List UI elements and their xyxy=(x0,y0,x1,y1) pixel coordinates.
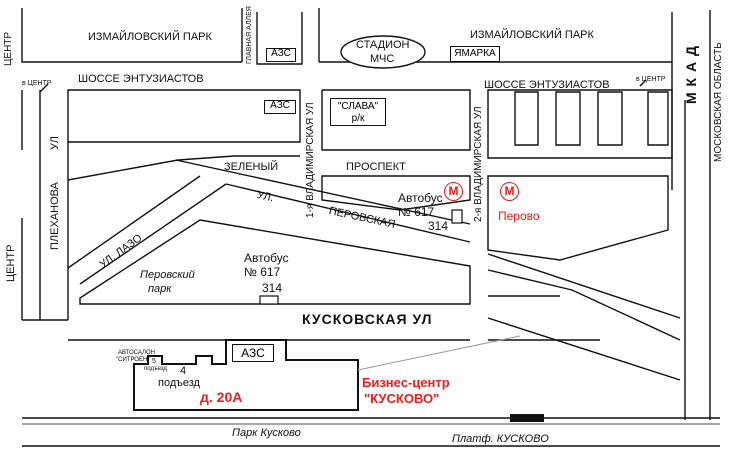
label-shosse-left: ШОССЕ ЭНТУЗИАСТОВ xyxy=(78,73,204,85)
block-row2-a xyxy=(21,90,68,321)
metro-name: Перово xyxy=(498,209,540,223)
entrance-4-num: 4 xyxy=(180,365,187,377)
block-right-lower xyxy=(487,269,681,341)
label-v-centr-left: в ЦЕНТР xyxy=(22,80,52,87)
business-center-label: Бизнес-центр xyxy=(362,375,450,390)
label-prospekt: ПРОСПЕКТ xyxy=(346,161,406,173)
metro-icon-right: М xyxy=(500,182,519,201)
block-mid-center xyxy=(321,175,471,211)
entrance-5-num: 5 xyxy=(152,358,156,365)
bus-right-label-2: № 617 xyxy=(398,205,435,219)
block-right-row xyxy=(487,89,673,159)
bus-right-label-3: 314 xyxy=(428,219,449,233)
label-vladimirskaya-1: 1-я ВЛАДИМИРСКАЯ УЛ xyxy=(305,102,316,218)
label-v-centr-right: в ЦЕНТР xyxy=(636,76,666,83)
label-shosse-right: ШОССЕ ЭНТУЗИАСТОВ xyxy=(484,79,610,91)
stadion-label-1: СТАДИОН xyxy=(356,39,410,51)
metro-icon-center: М xyxy=(444,182,463,201)
block-azs-top xyxy=(256,12,303,65)
street-diag-right-2 xyxy=(487,317,681,381)
building-4 xyxy=(647,91,669,146)
bus-left-label-2: № 617 xyxy=(244,265,281,279)
label-zeleny: ЗЕЛЕНЫЙ xyxy=(224,161,279,173)
arrow-v-centr-right xyxy=(639,79,647,87)
building-number: д. 20А xyxy=(200,389,243,405)
block-izmailovsky-left xyxy=(21,8,242,63)
stadion-label-2: МЧС xyxy=(370,53,395,65)
bus-right-label-1: Автобус xyxy=(398,191,443,205)
block-left-plekhanova xyxy=(39,90,69,320)
block-slava xyxy=(321,89,471,151)
building-1 xyxy=(514,91,539,146)
link-line xyxy=(357,335,521,371)
label-perovsky-park-1: Перовский xyxy=(140,269,195,281)
bus-left-label-3: 314 xyxy=(262,281,283,295)
slava-sub: р/к xyxy=(351,113,365,124)
azs-bottom: АЗС xyxy=(232,344,274,362)
label-izmailovsky-left: ИЗМАЙЛОВСКИЙ ПАРК xyxy=(88,31,212,43)
label-moskovskaya-oblast: МОСКОВСКАЯ ОБЛАСТЬ xyxy=(713,42,724,162)
bus-stop-right xyxy=(451,209,463,224)
street-diag-right-1 xyxy=(487,253,681,319)
building-3 xyxy=(597,91,623,146)
block-row2-b xyxy=(67,89,301,143)
entrance-4-word: подъезд xyxy=(158,377,200,389)
azs-top: АЗС xyxy=(266,48,296,62)
target-building-outline xyxy=(133,339,359,411)
slava-box: "СЛАВА" р/к xyxy=(330,98,386,126)
bus-left-label-1: Автобус xyxy=(244,251,289,265)
label-glavnaya-alleya: ГЛАВНАЯ АЛЛЕЯ xyxy=(246,6,253,64)
avtosalon-label-2: "СИТРОЕН" xyxy=(116,357,150,363)
label-perovsky-park-2: парк xyxy=(148,283,172,295)
label-plekhanova: ПЛЕХАНОВА xyxy=(49,182,61,250)
mkad-line-1 xyxy=(671,62,686,420)
label-park-kuskovo: Парк Кусково xyxy=(232,427,301,439)
label-mkad: М К А Д xyxy=(683,45,699,104)
avtosalon-label-1: АВТОСАЛОН xyxy=(118,350,155,356)
label-vladimirskaya-2: 2-я ВЛАДИМИРСКАЯ УЛ xyxy=(473,106,484,222)
building-2 xyxy=(555,91,581,146)
bus-stop-left xyxy=(259,295,279,305)
street-lazo-2 xyxy=(79,183,227,285)
block-mid-right xyxy=(487,175,669,261)
stadium-ellipse xyxy=(340,35,426,69)
business-center-name: "КУСКОВО" xyxy=(364,391,440,406)
azs-mid: АЗС xyxy=(264,100,296,114)
label-ul-left: УЛ xyxy=(49,136,61,150)
block-perovsky-park xyxy=(79,219,471,305)
street-perovskaya-2 xyxy=(225,183,471,243)
yarmarka-box: ЯМАРКА xyxy=(450,46,500,62)
label-centr-top: ЦЕНТР xyxy=(3,31,14,66)
street-lazo-1 xyxy=(67,175,201,269)
label-platf-kuskovo: Платф. КУСКОВО xyxy=(452,433,549,445)
platform-marker xyxy=(510,414,544,422)
entrance-5-word: подъезд xyxy=(144,366,167,372)
label-centr-left: ЦЕНТР xyxy=(5,244,17,282)
label-kuskovskaya: КУСКОВСКАЯ УЛ xyxy=(302,311,433,327)
arrow-v-centr-left xyxy=(39,83,49,93)
street-perovskaya-1 xyxy=(175,159,471,225)
label-izmailovsky-right: ИЗМАЙЛОВСКИЙ ПАРК xyxy=(470,29,594,41)
slava-name: "СЛАВА" xyxy=(337,101,379,112)
